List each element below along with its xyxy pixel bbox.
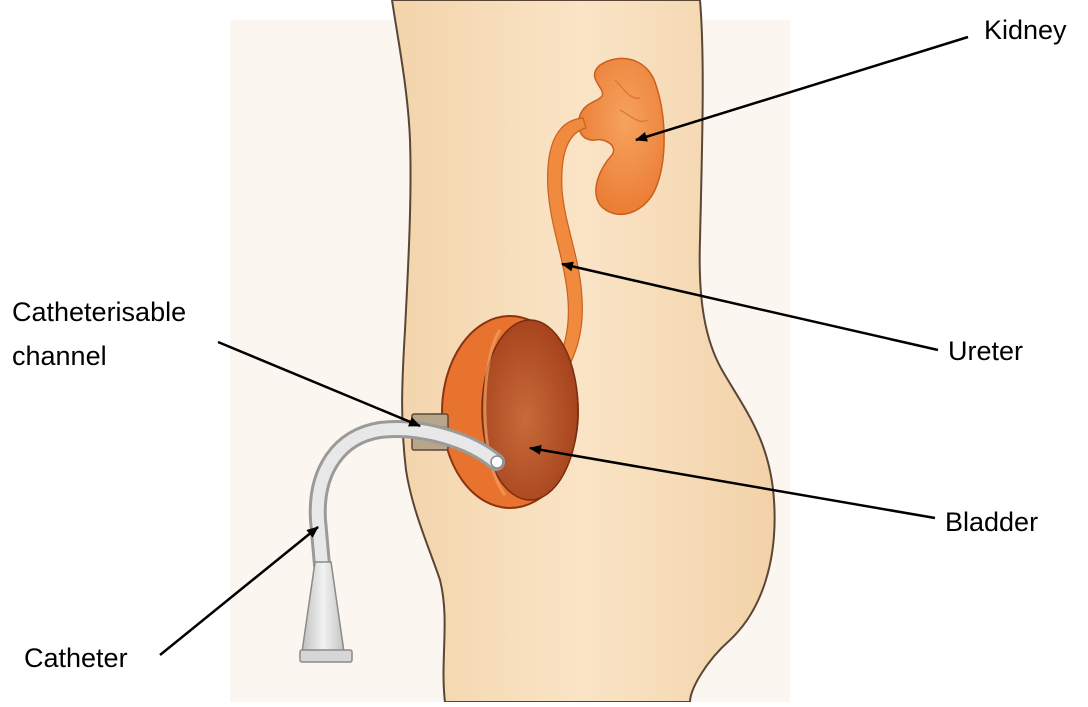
label-kidney: Kidney: [984, 12, 1067, 48]
label-bladder: Bladder: [945, 504, 1038, 540]
label-catheterisable-line2: channel: [12, 338, 107, 374]
label-catheter: Catheter: [24, 640, 128, 676]
label-catheterisable-line1: Catheterisable: [12, 294, 186, 330]
catheter-base: [300, 650, 352, 662]
bladder-inner: [482, 320, 578, 500]
catheter-tip: [491, 456, 503, 468]
label-ureter: Ureter: [948, 333, 1023, 369]
